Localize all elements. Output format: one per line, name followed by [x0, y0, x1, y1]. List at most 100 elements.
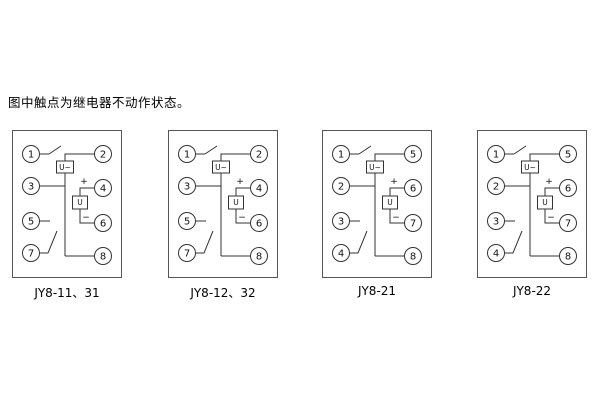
terminal-circle	[94, 214, 112, 232]
wiring	[195, 145, 251, 257]
terminal-circle	[487, 212, 505, 230]
relay-schematic: U~ + U − 1 2 3 4 5 6 7 8	[477, 130, 587, 278]
terminal-number: 4	[256, 184, 262, 195]
diagram-frame	[322, 130, 432, 278]
terminal-number: 1	[338, 150, 344, 161]
terminal-number: 4	[338, 249, 344, 260]
dc-wiring	[79, 187, 95, 224]
terminal-number: 2	[338, 182, 344, 193]
ac-voltage-box	[212, 160, 230, 174]
terminal-number: 4	[493, 249, 499, 260]
terminal-circle	[250, 214, 268, 232]
terminal-circle	[178, 145, 196, 163]
ac-voltage-label: U~	[369, 163, 381, 172]
terminal-number: 8	[410, 252, 416, 263]
plus-sign: +	[236, 177, 244, 187]
terminal-circle	[332, 177, 350, 195]
terminal-number: 8	[565, 252, 571, 263]
plus-sign: +	[390, 177, 398, 187]
terminal-number: 6	[410, 184, 416, 195]
terminal-circle	[404, 247, 422, 265]
wiring	[349, 145, 405, 257]
dc-wiring	[235, 187, 251, 224]
terminal-circle	[22, 244, 40, 262]
contact-wiring	[195, 220, 214, 254]
terminal-number: 4	[100, 184, 106, 195]
dc-voltage-box	[72, 195, 88, 210]
dc-voltage-label: U	[542, 198, 548, 207]
contact-wiring	[39, 220, 58, 254]
terminal-circle	[94, 247, 112, 265]
diagram-frame	[168, 130, 278, 278]
terminal-circle	[22, 177, 40, 195]
terminal-number: 8	[256, 252, 262, 263]
minus-sign: −	[82, 213, 90, 223]
dc-voltage-box	[382, 195, 398, 210]
dc-voltage-label: U	[387, 198, 393, 207]
terminal-circle	[404, 179, 422, 197]
relay-diagram-1: U~ + U − 1 3 5 7 2 4 6 8 JY8-11、31	[12, 130, 122, 301]
terminal-circle	[559, 247, 577, 265]
contact-wiring	[349, 220, 368, 254]
minus-sign: −	[238, 213, 246, 223]
terminal-circle	[250, 179, 268, 197]
minus-sign: −	[547, 213, 555, 223]
diagram-label: JY8-11、31	[34, 286, 100, 300]
terminal-number: 7	[565, 219, 571, 230]
terminal-number: 5	[565, 150, 571, 161]
relay-diagram-3: U~ + U − 1 2 3 4 5 6 7 8 JY8-21	[322, 130, 432, 298]
terminal-circle	[559, 214, 577, 232]
terminal-circle	[404, 214, 422, 232]
terminal-number: 3	[493, 217, 499, 228]
diagram-frame	[477, 130, 587, 278]
contact-wiring	[504, 220, 523, 254]
terminal-number: 2	[493, 182, 499, 193]
terminal-number: 5	[184, 217, 190, 228]
relay-diagram-4: U~ + U − 1 2 3 4 5 6 7 8 JY8-22	[477, 130, 587, 298]
wiring	[39, 145, 95, 257]
terminal-circle	[178, 177, 196, 195]
terminal-circle	[332, 244, 350, 262]
terminal-number: 7	[410, 219, 416, 230]
terminal-number: 2	[100, 150, 106, 161]
minus-sign: −	[392, 213, 400, 223]
diagram-label: JY8-22	[512, 284, 552, 298]
ac-voltage-label: U~	[215, 163, 227, 172]
terminal-circle	[178, 244, 196, 262]
terminal-circle	[487, 177, 505, 195]
terminal-number: 3	[338, 217, 344, 228]
diagram-label: JY8-21	[357, 284, 397, 298]
terminal-number: 1	[184, 150, 190, 161]
terminal-circle	[487, 145, 505, 163]
terminal-number: 1	[493, 150, 499, 161]
relay-schematic: U~ + U − 1 3 5 7 2 4 6 8	[12, 130, 122, 278]
terminal-circle	[22, 212, 40, 230]
terminal-number: 6	[565, 184, 571, 195]
terminal-circle	[94, 145, 112, 163]
diagram-label: JY8-12、32	[190, 286, 256, 300]
terminal-circle	[22, 145, 40, 163]
dc-voltage-box	[228, 195, 244, 210]
terminal-number: 7	[28, 249, 34, 260]
wiring	[504, 145, 560, 257]
terminal-circle	[332, 145, 350, 163]
terminal-number: 6	[256, 219, 262, 230]
dc-voltage-box	[537, 195, 553, 210]
plus-sign: +	[545, 177, 553, 187]
ac-voltage-box	[521, 160, 539, 174]
terminal-circle	[94, 179, 112, 197]
caption: 图中触点为继电器不动作状态。	[8, 95, 191, 110]
terminal-circle	[332, 212, 350, 230]
ac-voltage-label: U~	[524, 163, 536, 172]
relay-schematic: U~ + U − 1 2 3 4 5 6 7 8	[322, 130, 432, 278]
terminal-circle	[559, 179, 577, 197]
dc-wiring	[389, 187, 405, 224]
terminal-circle	[559, 145, 577, 163]
terminal-number: 7	[184, 249, 190, 260]
terminal-circle	[404, 145, 422, 163]
terminal-number: 8	[100, 252, 106, 263]
ac-voltage-label: U~	[59, 163, 71, 172]
terminal-circle	[487, 244, 505, 262]
ac-voltage-box	[366, 160, 384, 174]
ac-voltage-box	[56, 160, 74, 174]
